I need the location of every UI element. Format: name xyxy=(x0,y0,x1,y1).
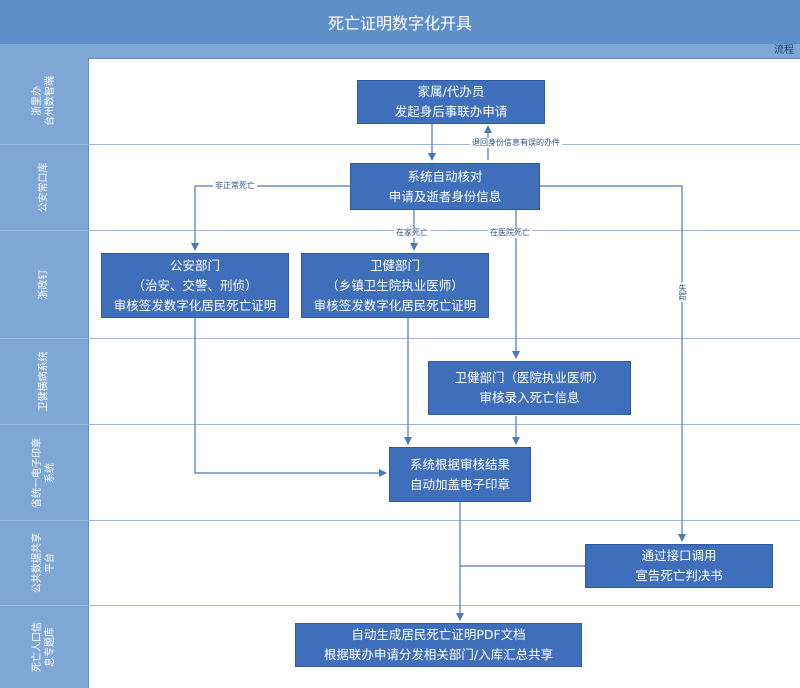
lane-e-seal-system: 省统一电子印章 系统 xyxy=(0,425,800,521)
edge-label-abnormal-death: 非正常死亡 xyxy=(213,181,257,191)
lane-label: 死亡人口信 息专题库 xyxy=(0,606,89,688)
node-auto-seal: 系统根据审核结果 自动加盖电子印章 xyxy=(389,447,531,502)
node-interface-judgment: 通过接口调用 宣告死亡判决书 xyxy=(585,544,773,588)
node-family-apply: 家属/代办员 发起身后事联办申请 xyxy=(357,80,545,124)
edge-label-return: 退回身份信息有误的办件 xyxy=(470,138,562,148)
header-bar: 流程 xyxy=(0,44,800,59)
lane-label: 公安常口库 xyxy=(0,145,89,230)
lane-label: 浙政钉 xyxy=(0,231,89,338)
swimlanes: 浙里办 台州数智端 公安常口库 浙政钉 卫健横病系统 省统一电子印章 系统 公共… xyxy=(0,58,800,688)
lane-data-sharing-platform: 公共数据共享 平台 xyxy=(0,521,800,606)
edge-label-home-death: 在家死亡 xyxy=(394,228,430,238)
edge-label-hospital-death: 在医院死亡 xyxy=(488,228,532,238)
node-health-town: 卫健部门 （乡镇卫生院执业医师） 审核签发数字化居民死亡证明 xyxy=(301,253,489,318)
lane-zheliban: 浙里办 台州数智端 xyxy=(0,58,800,145)
lane-label: 公共数据共享 平台 xyxy=(0,521,89,605)
lane-label: 浙里办 台州数智端 xyxy=(0,58,89,144)
node-system-verify: 系统自动核对 申请及逝者身份信息 xyxy=(350,163,540,210)
lane-label: 卫健横病系统 xyxy=(0,339,89,424)
node-police-department: 公安部门 （治安、交警、刑侦） 审核签发数字化居民死亡证明 xyxy=(101,253,289,318)
node-generate-pdf: 自动生成居民死亡证明PDF文档 根据联办申请分发相关部门/入库汇总共享 xyxy=(295,623,582,667)
lane-zhezhengding: 浙政钉 xyxy=(0,231,800,339)
edge-label-missing: 失踪 xyxy=(677,282,687,302)
process-header-label: 流程 xyxy=(774,45,794,56)
lane-death-database: 死亡人口信 息专题库 xyxy=(0,606,800,688)
node-health-hospital: 卫健部门（医院执业医师） 审核录入死亡信息 xyxy=(428,361,631,415)
page-title: 死亡证明数字化开具 xyxy=(0,0,800,45)
lane-label: 省统一电子印章 系统 xyxy=(0,425,89,520)
lane-health-system: 卫健横病系统 xyxy=(0,339,800,425)
